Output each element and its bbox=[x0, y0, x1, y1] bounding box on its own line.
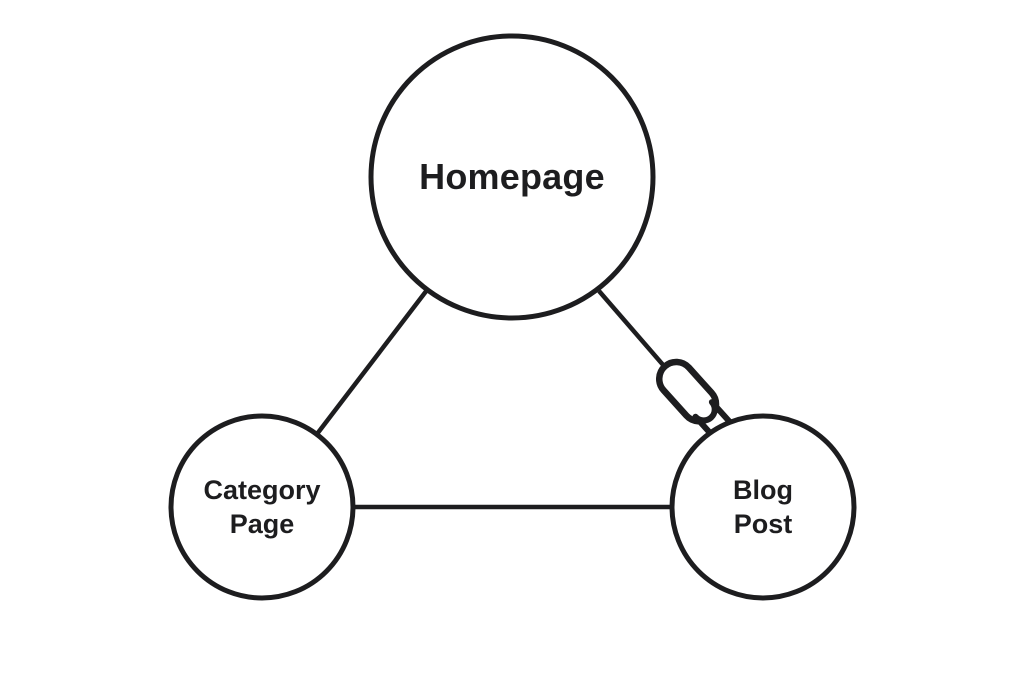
node-label-category-page: Category Page bbox=[203, 475, 321, 539]
node-homepage bbox=[368, 33, 656, 321]
node-category-page bbox=[168, 413, 356, 601]
edge-homepage-category bbox=[315, 288, 429, 436]
node-label-homepage: Homepage bbox=[419, 156, 605, 197]
node-blog-post bbox=[669, 413, 857, 601]
chain-link-icon bbox=[656, 358, 744, 453]
node-label-blog-post: Blog Post bbox=[733, 475, 793, 539]
